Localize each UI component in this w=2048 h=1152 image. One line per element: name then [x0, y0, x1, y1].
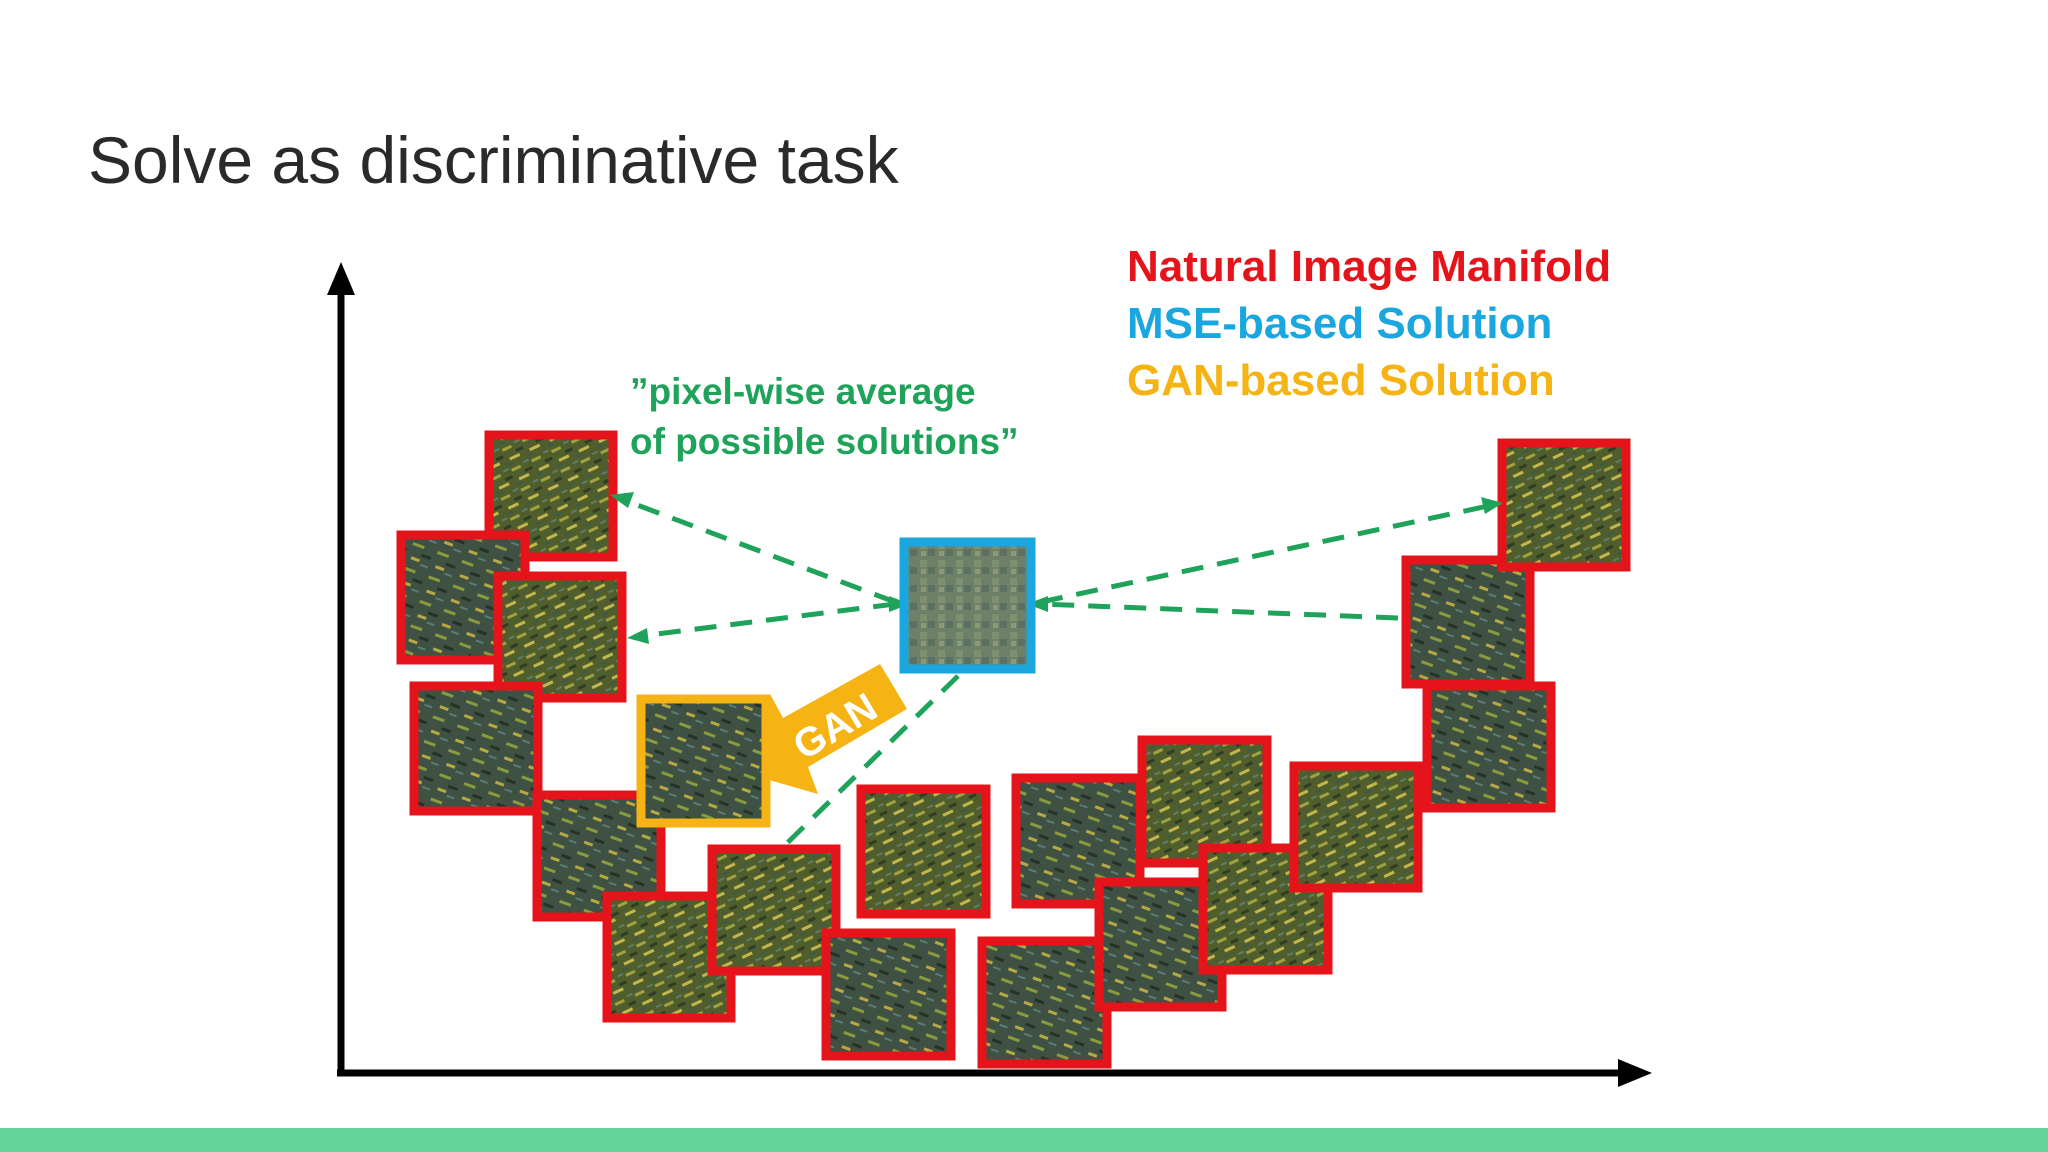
- slide-title: Solve as discriminative task: [88, 123, 899, 197]
- average-arrow-upper-left: [623, 497, 896, 605]
- natural-image-patch: [1401, 555, 1535, 689]
- arrowhead: [610, 492, 634, 508]
- gan-arrow: GAN: [748, 664, 907, 794]
- arrowhead: [1481, 497, 1503, 514]
- natural-image-patch: [409, 681, 543, 816]
- accent-bar: [0, 1128, 2048, 1152]
- natural-image-patch: [856, 784, 991, 919]
- x-axis-arrowhead: [1618, 1059, 1652, 1087]
- arrowhead: [1027, 596, 1048, 612]
- natural-image-patch: [493, 571, 627, 703]
- legend-natural-image-manifold: Natural Image Manifold: [1127, 242, 1611, 291]
- natural-image-patch: [977, 936, 1112, 1069]
- average-arrow-left: [640, 601, 896, 639]
- natural-image-patches: [396, 430, 1631, 1069]
- annotation-line-2: of possible solutions”: [630, 421, 1019, 462]
- gan-solution-patch: [636, 694, 771, 828]
- legend-gan-based-solution: GAN-based Solution: [1127, 356, 1555, 405]
- natural-image-patch: [821, 928, 956, 1061]
- natural-image-patch: [1422, 681, 1556, 813]
- y-axis-arrowhead: [327, 262, 355, 295]
- legend-mse-based-solution: MSE-based Solution: [1127, 299, 1552, 348]
- gan-arrow-shape: [748, 664, 907, 794]
- average-arrow-right: [1040, 601, 1399, 621]
- average-arrows: [623, 497, 1489, 854]
- arrowhead: [627, 628, 649, 644]
- average-arrow-down: [776, 674, 960, 854]
- average-arrow-upper-right: [1040, 503, 1489, 605]
- natural-image-patch: [1497, 438, 1631, 572]
- natural-image-patch: [1137, 735, 1272, 868]
- annotation-line-1: ”pixel-wise average: [630, 371, 976, 412]
- natural-image-patch: [1289, 761, 1423, 893]
- natural-image-patch: [707, 844, 841, 976]
- mse-solution-patch: [899, 537, 1036, 674]
